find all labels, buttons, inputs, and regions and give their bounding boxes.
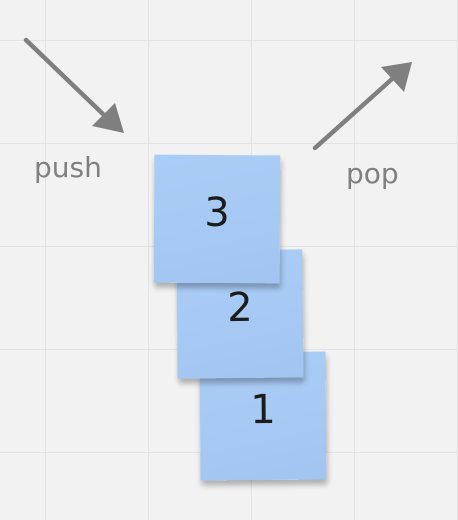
push-label[interactable]: push bbox=[34, 151, 102, 184]
pop-arrow-icon[interactable] bbox=[312, 62, 412, 151]
sticky-note-3[interactable]: 3 bbox=[153, 154, 281, 284]
pop-label[interactable]: pop bbox=[346, 157, 399, 190]
push-arrow-icon[interactable] bbox=[23, 37, 124, 133]
sticky-note-number: 3 bbox=[204, 189, 230, 237]
sticky-note-number: 2 bbox=[226, 284, 253, 332]
sticky-note-number: 1 bbox=[250, 386, 276, 434]
